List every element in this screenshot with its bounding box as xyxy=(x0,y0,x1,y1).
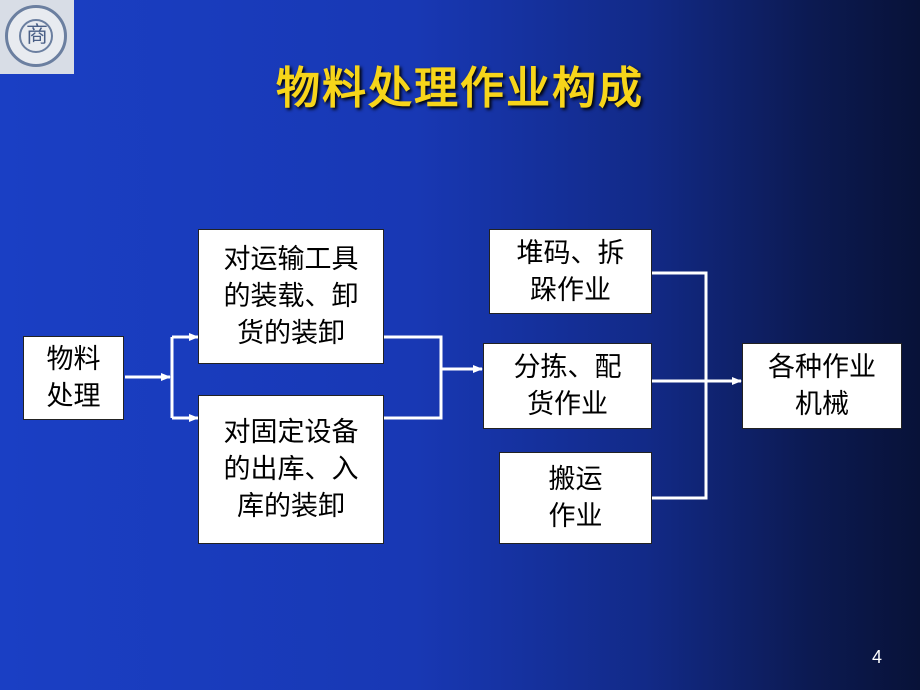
page-title: 物料处理作业构成 xyxy=(276,63,644,114)
machinery-box: 各种作业机械 xyxy=(742,343,902,429)
transport-loading-box: 对运输工具的装载、卸货的装卸 xyxy=(198,229,384,364)
page-number: 4 xyxy=(871,647,882,667)
university-seal-logo: 商 xyxy=(0,0,74,74)
fixed-equipment-box: 对固定设备的出库、入库的装卸 xyxy=(198,395,384,544)
right-merge-connector xyxy=(651,271,708,500)
merge-connector xyxy=(383,335,443,420)
stacking-box: 堆码、拆跺作业 xyxy=(489,229,652,314)
root-box: 物料处理 xyxy=(23,336,124,420)
sorting-box: 分拣、配货作业 xyxy=(483,343,652,429)
carrying-box: 搬运作业 xyxy=(499,452,652,544)
